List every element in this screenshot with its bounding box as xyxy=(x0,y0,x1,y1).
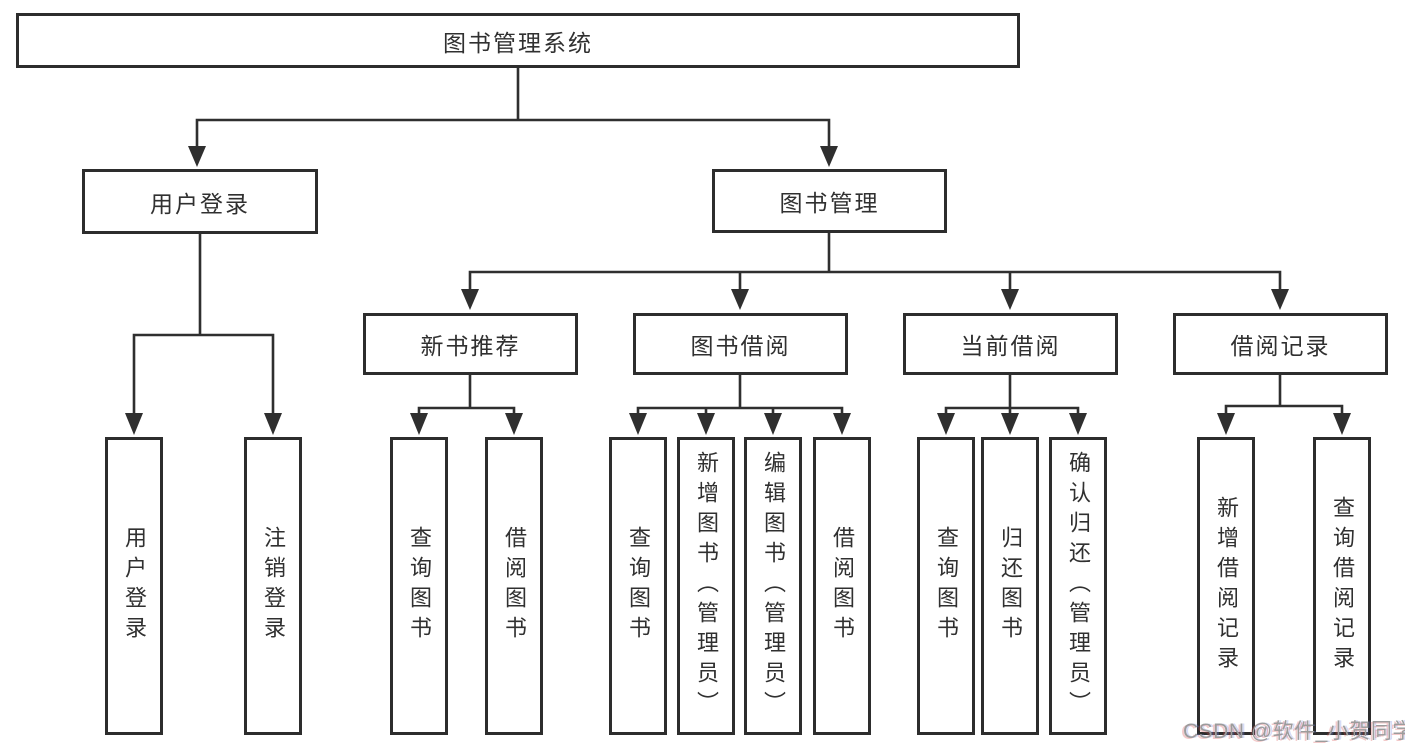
leaf-label: 用户登录 xyxy=(122,526,147,646)
node-root-system: 图书管理系统 xyxy=(16,13,1020,68)
arrowhead-icon xyxy=(1001,289,1019,310)
node-label: 图书管理 xyxy=(779,190,880,216)
arrowhead-icon xyxy=(629,413,647,435)
arrowhead-icon xyxy=(764,413,782,435)
node-current-borrowing: 当前借阅 xyxy=(903,313,1118,375)
leaf-borrow-edit-book-admin: 编辑图书（管理员） xyxy=(744,437,802,735)
leaf-user-login: 用户登录 xyxy=(105,437,163,735)
leaf-record-query-record: 查询借阅记录 xyxy=(1313,437,1371,735)
arrowhead-icon xyxy=(410,413,428,435)
leaf-label: 借阅图书 xyxy=(830,526,855,646)
node-new-book-recommendation: 新书推荐 xyxy=(363,313,578,375)
leaf-borrow-query-book: 查询图书 xyxy=(609,437,667,735)
node-label: 图书借阅 xyxy=(690,333,791,359)
connector-bookborrow-to-children xyxy=(636,373,844,419)
arrowhead-icon xyxy=(833,413,851,435)
leaf-record-add-record: 新增借阅记录 xyxy=(1197,437,1255,735)
node-label: 当前借阅 xyxy=(960,333,1061,359)
arrowhead-icon xyxy=(505,413,523,435)
arrowhead-icon xyxy=(1217,413,1235,435)
node-book-borrowing: 图书借阅 xyxy=(633,313,848,375)
connector-newbook-to-children xyxy=(417,373,516,419)
leaf-label: 确认归还（管理员） xyxy=(1066,451,1091,721)
node-label: 图书管理系统 xyxy=(443,29,593,56)
node-label: 新书推荐 xyxy=(420,333,521,359)
node-user-login: 用户登录 xyxy=(82,169,318,234)
arrowhead-icon xyxy=(1333,413,1351,435)
arrowhead-icon xyxy=(820,146,838,167)
arrowhead-icon xyxy=(1271,289,1289,310)
connector-bookmgmt-to-level3 xyxy=(468,231,1282,294)
leaf-label: 注销登录 xyxy=(261,526,286,646)
node-label: 用户登录 xyxy=(150,190,250,217)
leaf-label: 编辑图书（管理员） xyxy=(761,451,786,721)
leaf-current-query-book: 查询图书 xyxy=(917,437,975,735)
arrowhead-icon xyxy=(1001,413,1019,435)
leaf-newbook-query-book: 查询图书 xyxy=(390,437,448,735)
leaf-newbook-borrow-book: 借阅图书 xyxy=(485,437,543,735)
leaf-label: 查询图书 xyxy=(626,526,651,646)
leaf-current-return-book: 归还图书 xyxy=(981,437,1039,735)
leaf-label: 新增借阅记录 xyxy=(1214,496,1239,676)
node-label: 借阅记录 xyxy=(1230,333,1331,359)
arrowhead-icon xyxy=(937,413,955,435)
leaf-logout: 注销登录 xyxy=(244,437,302,735)
arrowhead-icon xyxy=(461,289,479,310)
connector-root-to-level2 xyxy=(195,66,831,152)
leaf-label: 归还图书 xyxy=(998,526,1023,646)
leaf-label: 借阅图书 xyxy=(502,526,527,646)
csdn-watermark: CSDN @软件_小贺同学 xyxy=(1183,720,1405,743)
connector-currentborrow-to-children xyxy=(944,373,1080,419)
node-book-management: 图书管理 xyxy=(712,169,947,233)
arrowhead-icon xyxy=(188,146,206,167)
leaf-label: 查询图书 xyxy=(934,526,959,646)
leaf-label: 新增图书（管理员） xyxy=(694,451,719,721)
leaf-label: 查询图书 xyxy=(407,526,432,646)
leaf-borrow-add-book-admin: 新增图书（管理员） xyxy=(677,437,735,735)
connector-borrowrecord-to-children xyxy=(1224,373,1344,419)
leaf-current-confirm-return-admin: 确认归还（管理员） xyxy=(1049,437,1107,735)
connector-userlogin-to-children xyxy=(132,232,275,420)
arrowhead-icon xyxy=(264,413,282,435)
leaf-borrow-borrow-book: 借阅图书 xyxy=(813,437,871,735)
arrowhead-icon xyxy=(125,413,143,435)
node-borrowing-records: 借阅记录 xyxy=(1173,313,1388,375)
leaf-label: 查询借阅记录 xyxy=(1330,496,1355,676)
arrowhead-icon xyxy=(697,413,715,435)
arrowhead-icon xyxy=(731,289,749,310)
arrowhead-icon xyxy=(1069,413,1087,435)
